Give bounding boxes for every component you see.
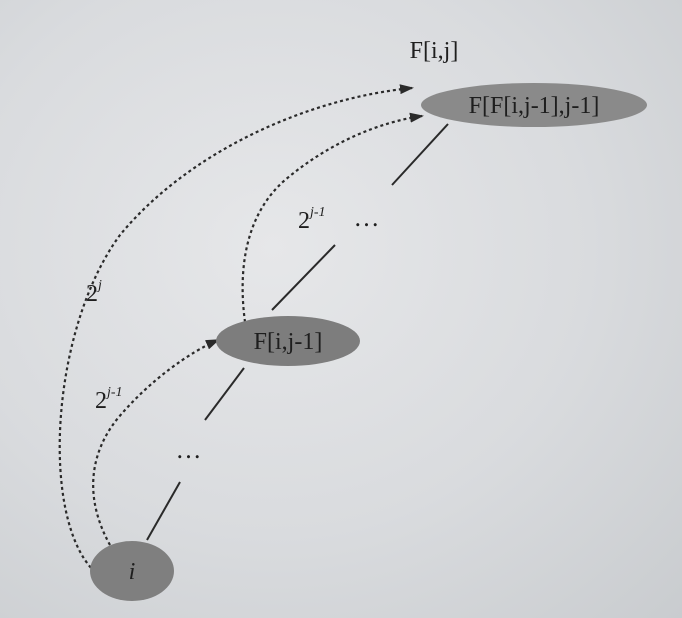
ellipsis-upper: … <box>354 203 383 232</box>
jump-arrow-lower-inner <box>92 338 220 546</box>
node-start-label: i <box>129 559 136 585</box>
top-caption: F[i,j] <box>410 38 459 64</box>
edge-label-lower-inner-exp: j-1 <box>105 385 123 400</box>
node-top-label: F[F[i,j-1],j-1] <box>469 93 600 119</box>
edge-label-upper-inner: 2j-1 <box>298 205 326 234</box>
edge-label-lower-inner: 2j-1 <box>95 385 123 414</box>
node-top: F[F[i,j-1],j-1] <box>421 83 647 127</box>
jump-arrow-outer <box>58 84 414 573</box>
chain-segment-mid-to-dots <box>271 244 336 311</box>
chain-segment-dots-to-mid <box>204 367 245 421</box>
edge-label-lower-inner-base: 2 <box>95 388 107 414</box>
edge-label-outer: 2j <box>86 278 102 307</box>
jump-arrow-upper-inner <box>241 112 424 323</box>
edge-label-outer-base: 2 <box>86 281 98 307</box>
node-mid: F[i,j-1] <box>216 316 360 366</box>
node-mid-label: F[i,j-1] <box>254 329 323 355</box>
edge-label-outer-exp: j <box>96 278 102 293</box>
ellipsis-lower: … <box>176 435 205 464</box>
edge-label-upper-inner-exp: j-1 <box>308 205 326 220</box>
chain-segment-dots-to-top <box>391 123 449 186</box>
edge-label-upper-inner-base: 2 <box>298 208 310 234</box>
chain-segment-start-to-dots <box>146 481 181 541</box>
node-start: i <box>90 541 174 601</box>
